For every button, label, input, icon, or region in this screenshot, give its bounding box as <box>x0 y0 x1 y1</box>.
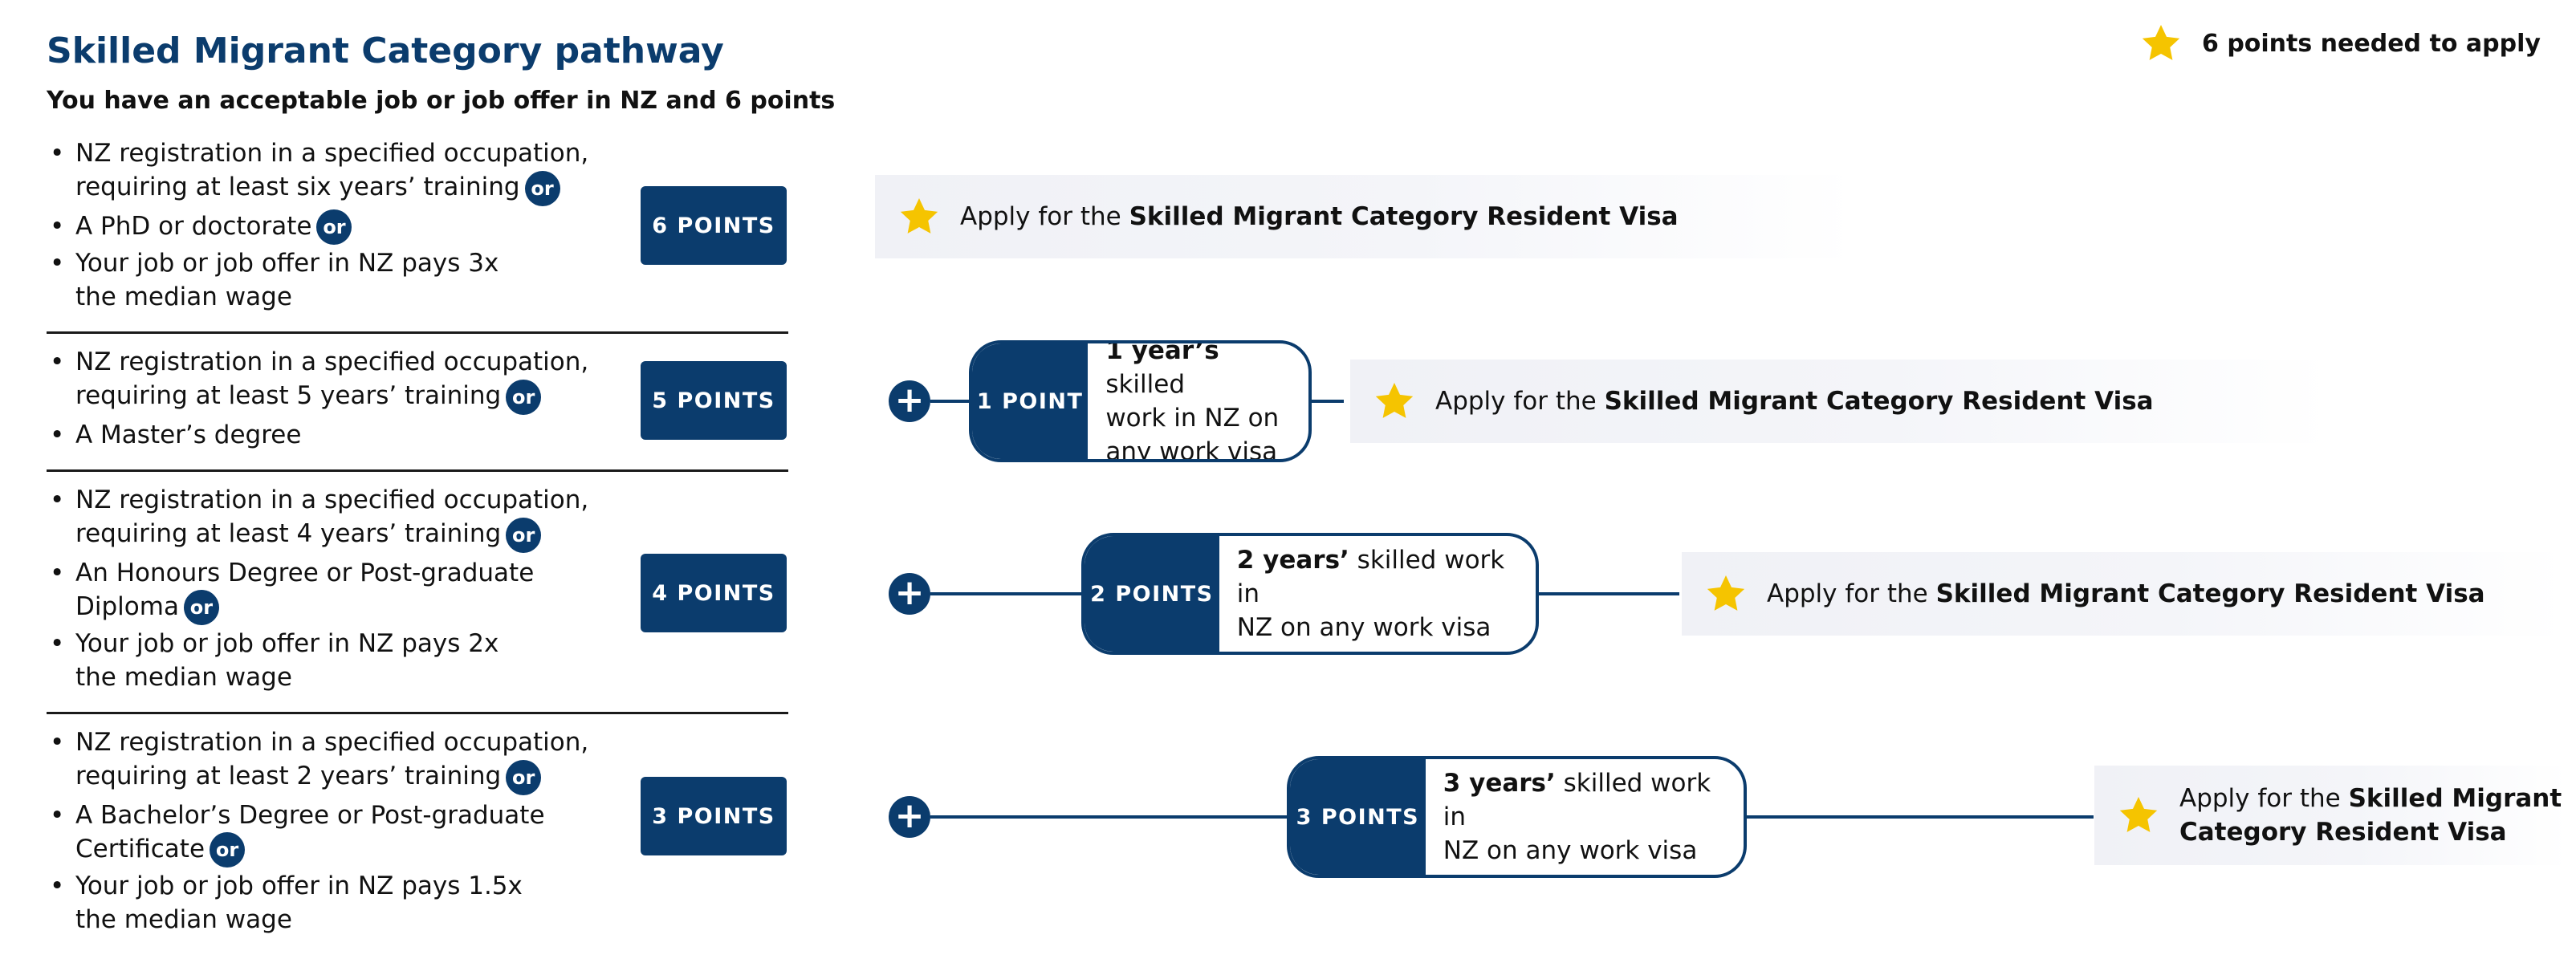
plus-icon: + <box>889 573 930 615</box>
or-badge: or <box>183 590 219 625</box>
connector-line <box>930 400 971 403</box>
work-points-label: 1 POINT <box>972 343 1089 459</box>
star-icon <box>2139 22 2183 65</box>
legend: 6 points needed to apply <box>2139 19 2541 67</box>
criterion-text: requiring at least six years’ training <box>75 173 520 201</box>
connector-line <box>930 815 1288 819</box>
criterion-text: Your job or job offer in NZ pays 2x <box>75 629 499 658</box>
criterion-text: Diploma <box>75 591 179 621</box>
criterion-degree: A Bachelor’s Degree or Post-graduate Cer… <box>47 798 588 868</box>
criterion-text: the median wage <box>75 663 292 692</box>
criterion-text: Your job or job offer in NZ pays 1.5x <box>75 872 523 900</box>
criterion-text: A Master’s degree <box>75 420 302 449</box>
criterion-text: Your job or job offer in NZ pays 3x <box>75 249 499 278</box>
or-badge: or <box>316 209 352 245</box>
apply-text: Apply for the Skilled Migrant Category R… <box>960 202 1679 231</box>
connector-line <box>930 592 1083 595</box>
criteria-list-5-points: NZ registration in a specified occupatio… <box>47 345 588 452</box>
criterion-text: A PhD or doctorate <box>75 211 312 241</box>
apply-banner-4-points: Apply for the Skilled Migrant Category R… <box>1682 552 2565 636</box>
criterion-degree: A Master’s degree <box>47 418 588 452</box>
criteria-list-3-points: NZ registration in a specified occupatio… <box>47 725 588 937</box>
points-box-3: 3 POINTS <box>641 777 787 855</box>
star-icon <box>1373 380 1416 423</box>
points-box-6: 6 POINTS <box>641 186 787 265</box>
connector-line <box>1747 815 2094 819</box>
criterion-text: requiring at least 2 years’ training <box>75 762 502 790</box>
apply-text: Apply for the Skilled Migrant Category R… <box>1767 579 2485 608</box>
connector-line <box>1312 400 1344 403</box>
plus-icon: + <box>889 796 930 838</box>
visa-name: Skilled Migrant Category Resident Visa <box>1604 387 2154 416</box>
criterion-text: NZ registration in a specified occupatio… <box>75 486 589 514</box>
criterion-text: the median wage <box>75 282 292 311</box>
star-icon <box>2117 794 2160 837</box>
divider <box>47 331 788 334</box>
or-badge: or <box>506 759 542 795</box>
criterion-registration: NZ registration in a specified occupatio… <box>47 725 588 795</box>
criteria-list-6-points: NZ registration in a specified occupatio… <box>47 136 588 314</box>
visa-name: Category Resident Visa <box>2179 818 2507 847</box>
or-badge: or <box>506 379 542 415</box>
criterion-registration: NZ registration in a specified occupatio… <box>47 136 588 206</box>
apply-banner-5-points: Apply for the Skilled Migrant Category R… <box>1350 360 2330 443</box>
points-box-4: 4 POINTS <box>641 554 787 632</box>
divider <box>47 469 788 472</box>
work-points-label: 2 POINTS <box>1085 536 1219 652</box>
criterion-text: A Bachelor’s Degree or Post-graduate <box>75 800 545 830</box>
star-icon <box>1704 572 1748 616</box>
criterion-wage: Your job or job offer in NZ pays 2x the … <box>47 627 588 694</box>
criterion-registration: NZ registration in a specified occupatio… <box>47 345 588 415</box>
apply-banner-6-points: Apply for the Skilled Migrant Category R… <box>875 175 1854 258</box>
criterion-text: NZ registration in a specified occupatio… <box>75 347 589 376</box>
criterion-text: requiring at least 4 years’ training <box>75 519 502 548</box>
points-box-5: 5 POINTS <box>641 361 787 440</box>
criterion-text: Certificate <box>75 834 206 863</box>
criterion-degree: An Honours Degree or Post-graduate Diplo… <box>47 556 588 625</box>
visa-name: Skilled Migrant Category Resident Visa <box>1935 579 2485 608</box>
criterion-text: requiring at least 5 years’ training <box>75 381 502 410</box>
or-badge: or <box>506 517 542 553</box>
criterion-text: the median wage <box>75 905 292 934</box>
plus-icon: + <box>889 380 930 422</box>
page-title: Skilled Migrant Category pathway <box>47 30 724 71</box>
criterion-text: NZ registration in a specified occupatio… <box>75 728 589 757</box>
or-badge: or <box>524 170 560 206</box>
divider <box>47 712 788 714</box>
or-badge: or <box>210 832 246 868</box>
criterion-registration: NZ registration in a specified occupatio… <box>47 483 588 553</box>
apply-text: Apply for the Skilled Migrant Category R… <box>1435 387 2154 416</box>
visa-name: Skilled Migrant <box>2348 784 2562 813</box>
criterion-text: NZ registration in a specified occupatio… <box>75 139 589 168</box>
criterion-text: An Honours Degree or Post-graduate <box>75 558 535 587</box>
criterion-wage: Your job or job offer in NZ pays 1.5x th… <box>47 869 588 937</box>
legend-text: 6 points needed to apply <box>2202 29 2541 58</box>
criterion-wage: Your job or job offer in NZ pays 3x the … <box>47 246 588 314</box>
work-points-label: 3 POINTS <box>1290 759 1426 875</box>
star-icon <box>897 195 941 238</box>
connector-line <box>1539 592 1679 595</box>
visa-name: Skilled Migrant Category Resident Visa <box>1129 202 1679 231</box>
page-subtitle: You have an acceptable job or job offer … <box>47 87 836 115</box>
criteria-list-4-points: NZ registration in a specified occupatio… <box>47 483 588 694</box>
